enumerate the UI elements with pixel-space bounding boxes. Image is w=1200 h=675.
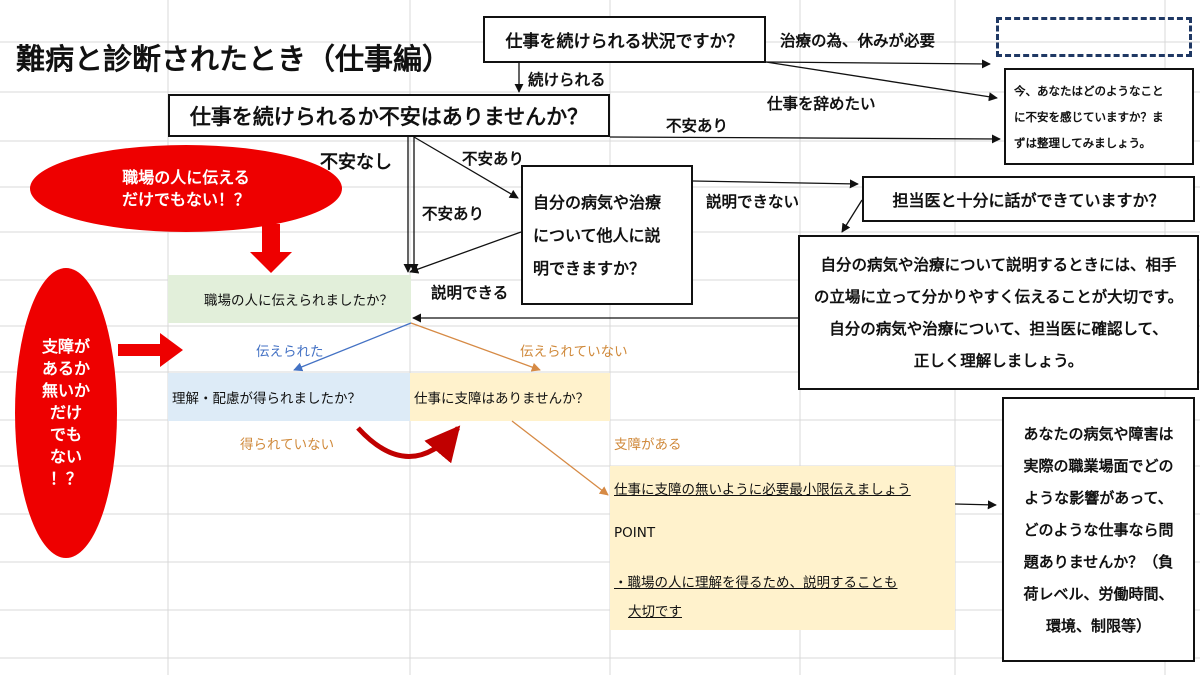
minimum-tell-text: 仕事に支障の無いように必要最小限伝えましょう [614, 482, 911, 498]
box-anxiety-question: 仕事を続けられるか不安はありませんか？ [168, 94, 610, 137]
yellow-cell-work-obstacle: 仕事に支障はありませんか？ [410, 373, 610, 421]
told-at-work-text: 職場の人に伝えられましたか？ [204, 293, 393, 309]
obstacle-check-text: 支障が あるか 無いか だけ でも ない ！？ [41, 337, 90, 488]
label-want-quit: 仕事を辞めたい [767, 95, 876, 113]
anxiety-note-text: 今、あなたはどのようなこと に不安を感じていますか？ま ずは整理してみましょう。 [1014, 83, 1164, 150]
point-detail-2-text: 大切です [628, 604, 682, 620]
doctor-question-text: 担当医と十分に話ができていますか？ [892, 191, 1165, 210]
yellow-cell-point-area [610, 466, 955, 630]
box-doctor-advice: 自分の病気や治療について説明するときには、相手 の立場に立って分かりやすく伝える… [798, 235, 1199, 390]
box-can-continue: 仕事を続けられる状況ですか？ [483, 16, 766, 63]
explain-question-text: 自分の病気や治療 について他人に説 明できますか？ [533, 192, 662, 278]
page-title: 難病と診断されたとき（仕事編） [16, 42, 452, 76]
label-not-told: 伝えられていない [520, 344, 628, 360]
label-anxious-1: 不安あり [666, 117, 729, 135]
callout-not-only-tell: 職場の人に伝える だけでもない！？ [30, 145, 342, 232]
callout-obstacle-check: 支障が あるか 無いか だけ でも ない ！？ [15, 268, 117, 558]
dashed-placeholder-box [996, 17, 1192, 57]
label-cannot-explain: 説明できない [706, 193, 800, 211]
impact-question-text: あなたの病気や障害は 実際の職業場面でどの ような影響があって、 どのような仕事… [1023, 424, 1174, 635]
anxiety-question-text: 仕事を続けられるか不安はありませんか？ [189, 104, 589, 129]
box-anxiety-note: 今、あなたはどのようなこと に不安を感じていますか？ま ずは整理してみましょう。 [1004, 68, 1194, 165]
point-text: POINT [614, 525, 656, 541]
understanding-text: 理解・配慮が得られましたか？ [172, 391, 361, 407]
not-only-tell-text: 職場の人に伝える だけでもない！？ [121, 167, 250, 209]
green-cell-told-at-work: 職場の人に伝えられましたか？ [168, 275, 411, 323]
point-detail-1-text: ・職場の人に理解を得るため、説明することも [614, 575, 898, 591]
label-has-obstacle: 支障がある [614, 437, 682, 453]
box-impact-question: あなたの病気や障害は 実際の職業場面でどの ような影響があって、 どのような仕事… [1002, 397, 1195, 662]
doctor-advice-text: 自分の病気や治療について説明するときには、相手 の立場に立って分かりやすく伝える… [813, 255, 1184, 370]
label-anxious-2: 不安あり [462, 150, 525, 168]
label-can-explain: 説明できる [431, 284, 509, 302]
can-continue-text: 仕事を続けられる状況ですか？ [505, 32, 744, 52]
box-explain-question: 自分の病気や治療 について他人に説 明できますか？ [521, 165, 693, 305]
blue-cell-understanding: 理解・配慮が得られましたか？ [168, 373, 410, 421]
work-obstacle-text: 仕事に支障はありませんか？ [414, 391, 590, 407]
box-doctor-question: 担当医と十分に話ができていますか？ [862, 176, 1195, 222]
label-not-obtained: 得られていない [240, 437, 335, 453]
label-anxious-3: 不安あり [422, 205, 485, 223]
label-can-continue-yes: 続けられる [528, 71, 606, 89]
label-treatment-rest: 治療の為、休みが必要 [780, 32, 936, 50]
label-no-anxiety: 不安なし [320, 152, 392, 173]
label-told: 伝えられた [256, 344, 324, 360]
